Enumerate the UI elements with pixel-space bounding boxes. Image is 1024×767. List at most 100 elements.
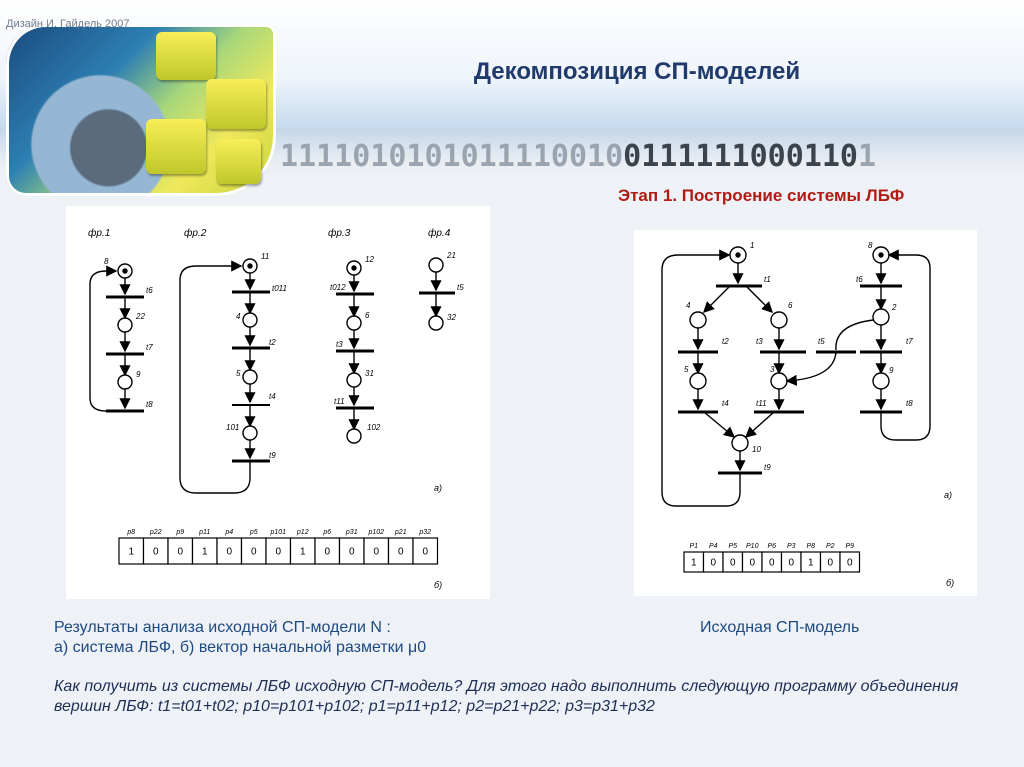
vector-value: 0 — [730, 558, 736, 569]
vector-value: 0 — [422, 547, 428, 558]
left-caption: Результаты анализа исходной СП-модели N … — [54, 618, 614, 658]
lbf-system-figure: фр.1 фр.2 фр.3 фр.4 — [66, 206, 490, 599]
vector-value: 0 — [398, 547, 404, 558]
right-caption: Исходная СП-модель — [700, 618, 859, 638]
fragment-label: фр.4 — [428, 227, 451, 239]
place-label: 8 — [104, 257, 109, 266]
vector-value: 0 — [349, 547, 355, 558]
transition-label: t7 — [906, 337, 913, 346]
fragment-label: фр.2 — [184, 227, 207, 239]
vector-header: P9 — [845, 543, 854, 550]
vector-header: p32 — [418, 529, 431, 536]
vector-header: P4 — [709, 543, 718, 550]
transition-label: t9 — [764, 463, 771, 472]
figure-mark: а) — [434, 483, 442, 493]
transition-label: t11 — [756, 399, 767, 408]
place-label: 5 — [684, 365, 689, 374]
vector-header: p5 — [249, 529, 258, 536]
transition-label: t8 — [906, 399, 913, 408]
fragment-label: фр.3 — [328, 227, 351, 239]
logo-image — [6, 24, 276, 196]
place-label: 9 — [136, 370, 141, 379]
initial-marking-vector: P11P40P50P100P60P30P81P20P90 — [684, 543, 860, 572]
figure-mark: б) — [434, 580, 442, 590]
transition-label: t7 — [146, 343, 153, 352]
binary-decoration: 111101010101111001001111110001101 — [280, 139, 876, 174]
vector-value: 1 — [202, 547, 208, 558]
place-label: 32 — [447, 313, 456, 322]
vector-header: p11 — [198, 529, 210, 536]
vector-header: p12 — [296, 529, 309, 536]
transition-label: t3 — [336, 340, 343, 349]
vector-header: P10 — [746, 543, 759, 550]
transition-label: t11 — [334, 397, 345, 406]
place-label: 4 — [686, 301, 691, 310]
place-label: 8 — [868, 241, 873, 250]
vector-header: P6 — [767, 543, 776, 550]
transition-label: t2 — [722, 337, 729, 346]
vector-header: P8 — [806, 543, 815, 550]
caption-line: Результаты анализа исходной СП-модели N … — [54, 618, 614, 638]
transition-label: t4 — [269, 392, 276, 401]
transition-label: t011 — [272, 284, 287, 293]
vector-value: 0 — [769, 558, 775, 569]
slide-title: Декомпозиция СП-моделей — [0, 58, 1024, 86]
transition-label: t2 — [269, 338, 276, 347]
place-label: 21 — [446, 251, 456, 260]
place-label: 6 — [365, 311, 370, 320]
vector-value: 0 — [710, 558, 716, 569]
place-label: 3 — [770, 365, 775, 374]
place-label: 31 — [365, 369, 374, 378]
vector-value: 1 — [300, 547, 306, 558]
figure-mark: а) — [944, 490, 952, 500]
sp-model-figure: 1 t1 4 6 t2 t3 5 3 t4 t11 10 t9 8 t6 2 t… — [634, 230, 977, 596]
place-label: 22 — [135, 312, 145, 321]
caption-line: а) система ЛБФ, б) вектор начальной разм… — [54, 638, 614, 658]
place-label: 1 — [750, 241, 754, 250]
vector-value: 0 — [251, 547, 257, 558]
transition-label: t6 — [146, 286, 153, 295]
vector-header: P1 — [689, 543, 698, 550]
fragment-label: фр.1 — [88, 227, 110, 239]
vector-header: P2 — [826, 543, 835, 550]
place-label: 102 — [367, 423, 381, 432]
vector-value: 0 — [749, 558, 755, 569]
place-label: 11 — [261, 252, 269, 261]
vector-value: 0 — [827, 558, 833, 569]
vector-value: 0 — [153, 547, 159, 558]
vector-value: 0 — [788, 558, 794, 569]
vector-header: p31 — [345, 529, 358, 536]
vector-value: 0 — [847, 558, 853, 569]
vector-header: p6 — [322, 529, 331, 536]
design-credit: Дизайн И. Гайдель 2007 — [6, 18, 130, 30]
vector-header: p9 — [175, 529, 184, 536]
transition-label: t4 — [722, 399, 729, 408]
transition-label: t3 — [756, 337, 763, 346]
vector-header: P3 — [787, 543, 796, 550]
vector-header: P5 — [728, 543, 737, 550]
figure-mark: б) — [946, 578, 954, 588]
transition-label: t1 — [764, 275, 771, 284]
vector-header: p8 — [126, 529, 135, 536]
vector-value: 1 — [128, 547, 134, 558]
transition-label: t8 — [146, 400, 153, 409]
place-label: 9 — [889, 366, 894, 375]
vector-header: p21 — [394, 529, 407, 536]
transition-label: t012 — [330, 283, 346, 292]
place-label: 101 — [226, 423, 239, 432]
place-label: 4 — [236, 312, 241, 321]
vector-value: 0 — [373, 547, 379, 558]
vector-header: p22 — [149, 529, 162, 536]
vector-value: 0 — [324, 547, 330, 558]
initial-marking-vector: p81p220p90p111p40p50p1010p121p60p310p102… — [119, 529, 438, 564]
place-label: 5 — [236, 369, 241, 378]
transition-label: t5 — [457, 283, 464, 292]
vector-value: 1 — [691, 558, 697, 569]
place-label: 12 — [365, 255, 374, 264]
vector-value: 0 — [275, 547, 281, 558]
vector-value: 0 — [177, 547, 183, 558]
place-label: 2 — [891, 303, 897, 312]
place-label: 10 — [752, 445, 761, 454]
question-text: Как получить из системы ЛБФ исходную СП-… — [54, 677, 964, 717]
transition-label: t5 — [818, 337, 825, 346]
